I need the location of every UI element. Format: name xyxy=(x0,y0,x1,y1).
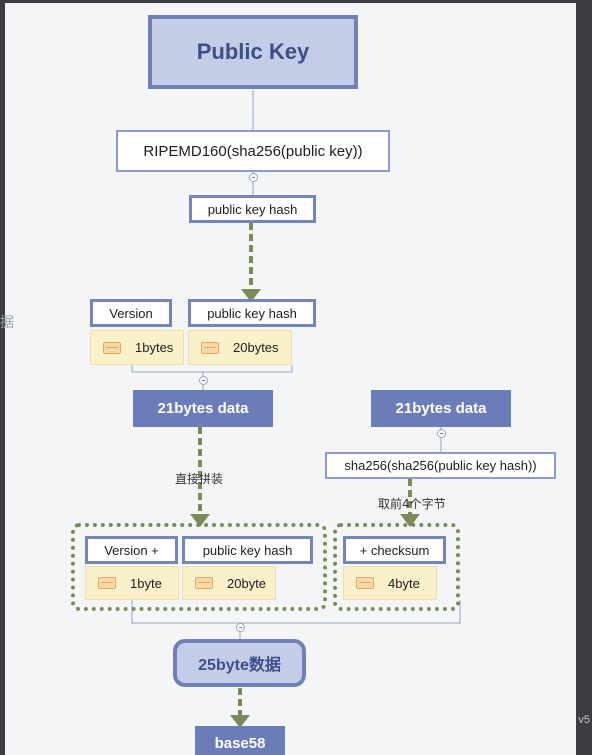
ripemd-formula-node: RIPEMD160(sha256(public key)) xyxy=(116,130,390,172)
concat-note: 直接拼装 xyxy=(175,472,224,486)
hash-byte-value: 20byte xyxy=(227,575,267,591)
25byte-data-node: 25byte数据 xyxy=(173,639,306,687)
public-key-hash-node: public key hash xyxy=(189,195,316,223)
version-value: 1bytes xyxy=(135,340,174,355)
hash-field: 20bytes xyxy=(188,330,292,365)
side-text: v5 xyxy=(578,714,590,726)
checksum-group xyxy=(333,523,460,611)
diagram-canvas: Public Key RIPEMD160(sha256(public key))… xyxy=(5,3,576,755)
public-key-hash-label: public key hash xyxy=(188,299,316,327)
field-icon xyxy=(356,577,374,589)
connector-lines xyxy=(131,90,461,728)
hash-byte-field: 20byte xyxy=(182,566,276,600)
arrow-head-2 xyxy=(190,514,210,527)
version-plus-label: Version + xyxy=(85,536,178,564)
checksum-field: 4byte xyxy=(343,566,437,600)
field-icon xyxy=(195,577,213,589)
field-icon xyxy=(98,577,116,589)
checksum-value: 4byte xyxy=(388,575,420,591)
side-glyph: 据 xyxy=(0,314,14,330)
field-icon xyxy=(201,341,219,354)
arrow-head-3 xyxy=(400,514,420,527)
collapse-icon[interactable] xyxy=(249,173,258,182)
left-21bytes-node: 21bytes data xyxy=(133,390,273,427)
public-key-hash-label-bottom: public key hash xyxy=(182,536,313,564)
take-4-bytes-note: 取前4个字节 xyxy=(378,497,446,511)
bottom-bracket xyxy=(131,600,461,624)
concat-group xyxy=(71,523,327,611)
version-byte-field: 1byte xyxy=(85,566,179,600)
collapse-icon[interactable] xyxy=(199,376,208,385)
collapse-icon[interactable] xyxy=(437,429,446,438)
version-byte-value: 1byte xyxy=(130,575,162,591)
double-sha256-node: sha256(sha256(public key hash)) xyxy=(325,452,556,479)
field-icon xyxy=(103,341,121,354)
checksum-label: + checksum xyxy=(343,536,446,564)
right-21bytes-node: 21bytes data xyxy=(371,390,511,427)
version-label: Version xyxy=(90,299,172,327)
arrow-head-4 xyxy=(230,715,250,728)
base58-node: base58 xyxy=(195,726,285,755)
arrow-head-1 xyxy=(241,289,261,302)
version-field: 1bytes xyxy=(90,330,184,365)
left-bracket xyxy=(131,365,293,373)
public-key-node: Public Key xyxy=(148,15,358,89)
collapse-icon[interactable] xyxy=(236,623,245,632)
hash-value: 20bytes xyxy=(233,340,279,355)
